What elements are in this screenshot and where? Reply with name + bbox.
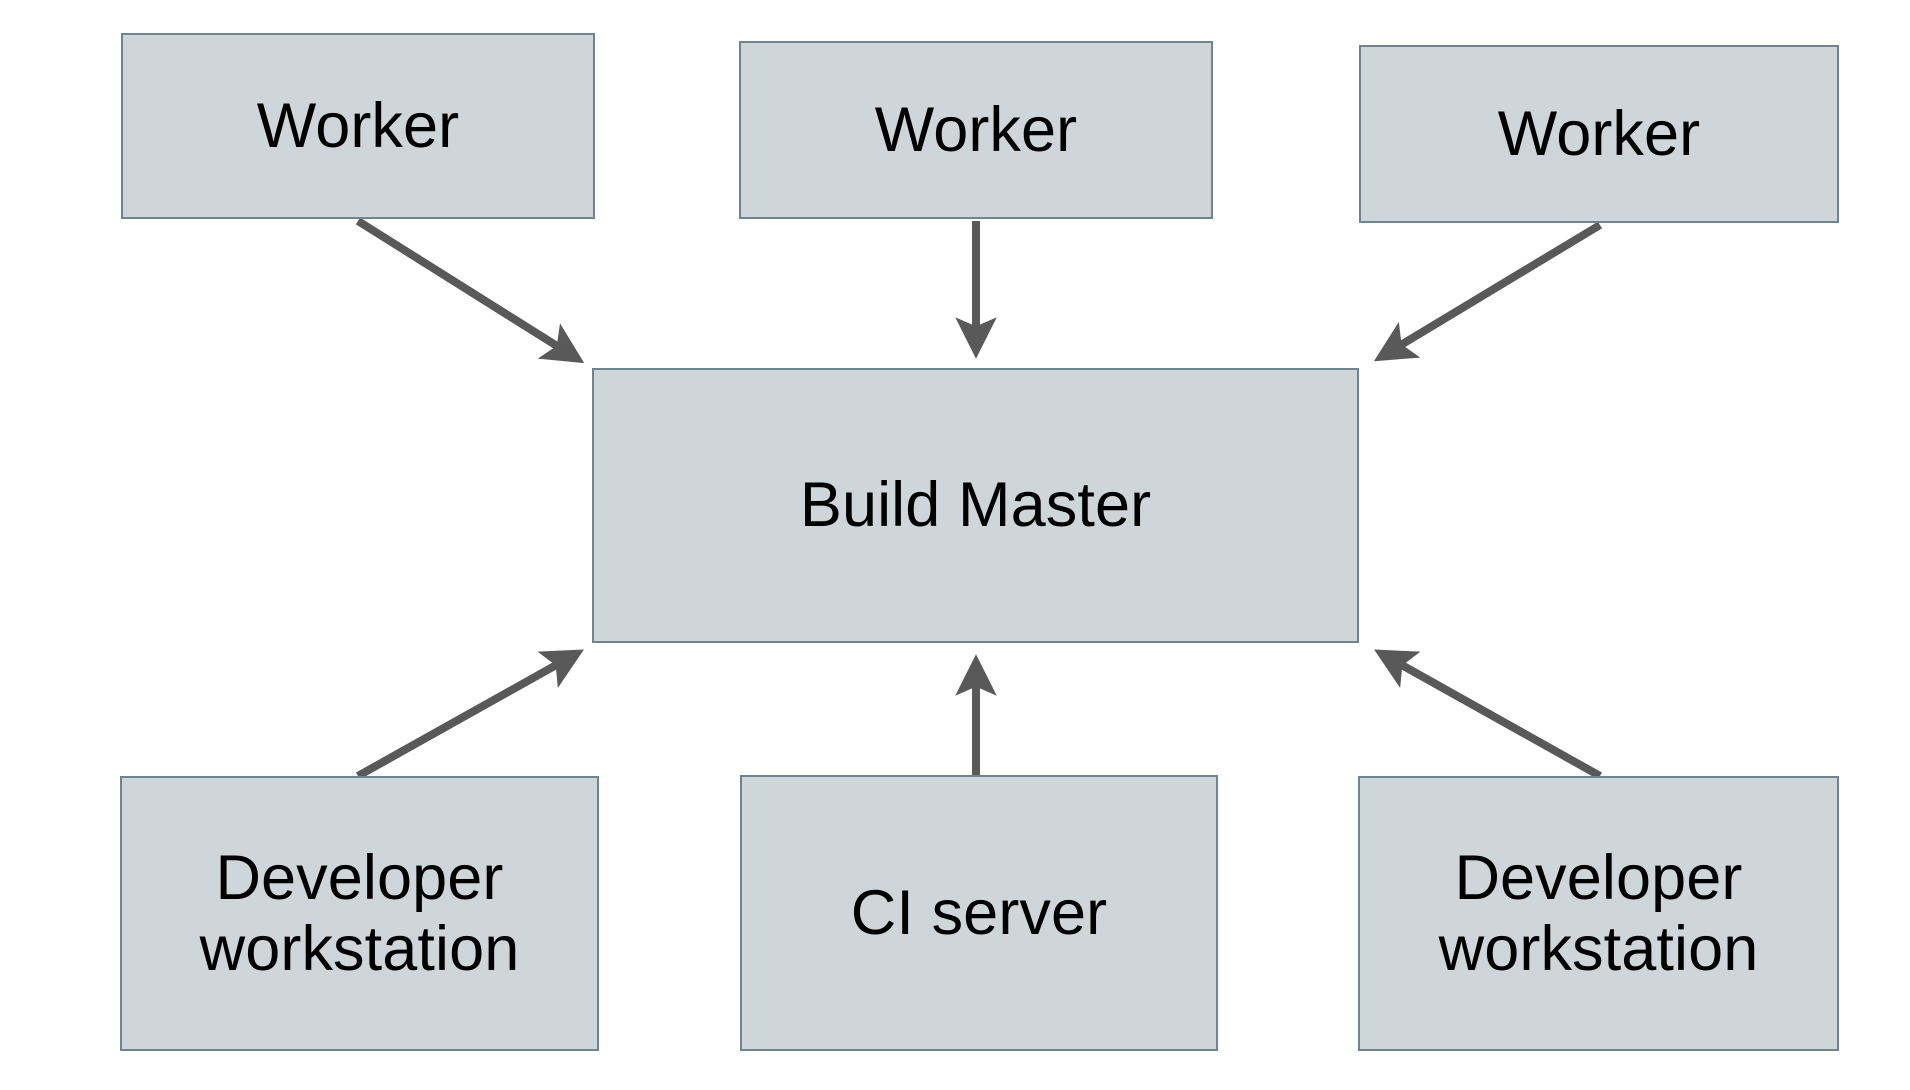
node-build-master[interactable]: Build Master [592, 368, 1359, 643]
node-worker-left[interactable]: Worker [121, 33, 595, 219]
node-worker-right[interactable]: Worker [1359, 45, 1839, 223]
edge-dev-right-to-master [1374, 649, 1602, 780]
node-label: Worker [874, 94, 1078, 165]
node-developer-workstation-left[interactable]: Developer workstation [120, 776, 599, 1051]
edge-dev-left-to-master [356, 649, 584, 780]
node-worker-center[interactable]: Worker [739, 41, 1213, 219]
node-label: Build Master [799, 470, 1152, 541]
node-developer-workstation-right[interactable]: Developer workstation [1358, 776, 1839, 1051]
node-label: Worker [1497, 98, 1701, 169]
node-ci-server[interactable]: CI server [740, 775, 1218, 1051]
node-label: CI server [850, 877, 1108, 948]
node-label: Worker [256, 90, 460, 161]
edge-worker-right-to-master [1373, 221, 1603, 362]
node-label: Developer workstation [1438, 842, 1759, 984]
edge-worker-left-to-master [355, 217, 585, 364]
node-label: Developer workstation [199, 842, 520, 984]
